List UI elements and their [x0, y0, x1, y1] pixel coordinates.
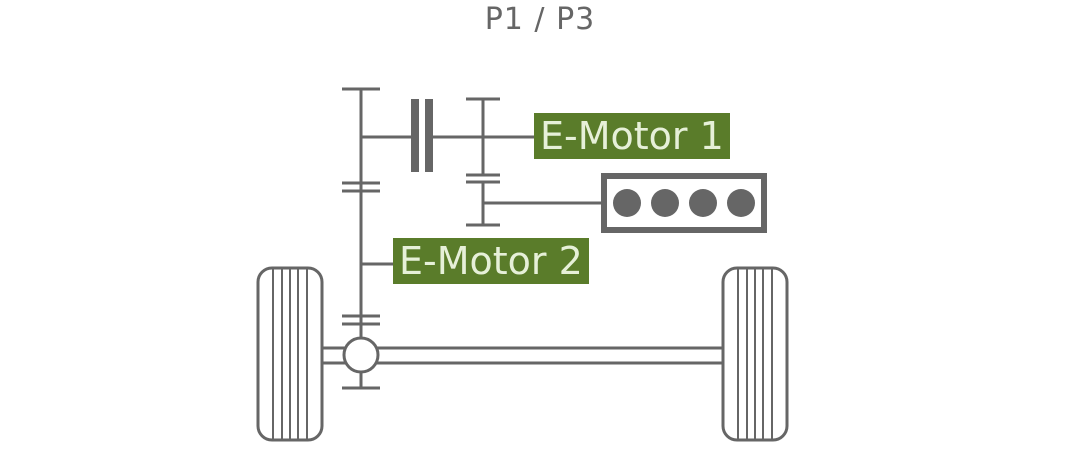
engine-cylinders — [613, 189, 755, 217]
cylinder-icon — [689, 189, 717, 217]
cylinder-icon — [613, 189, 641, 217]
diagram-title: P1 / P3 — [484, 2, 596, 37]
axle — [322, 346, 723, 365]
cylinder-icon — [651, 189, 679, 217]
emotor1-label: E-Motor 1 — [534, 113, 730, 159]
wheel-right-icon — [721, 266, 789, 442]
cylinder-icon — [727, 189, 755, 217]
clutch-icon — [411, 99, 433, 172]
secondary-shaft — [466, 97, 604, 227]
wheel-left-icon — [256, 266, 324, 442]
emotor2-label: E-Motor 2 — [393, 238, 589, 284]
engine-block — [601, 173, 767, 233]
differential-icon — [342, 336, 380, 374]
